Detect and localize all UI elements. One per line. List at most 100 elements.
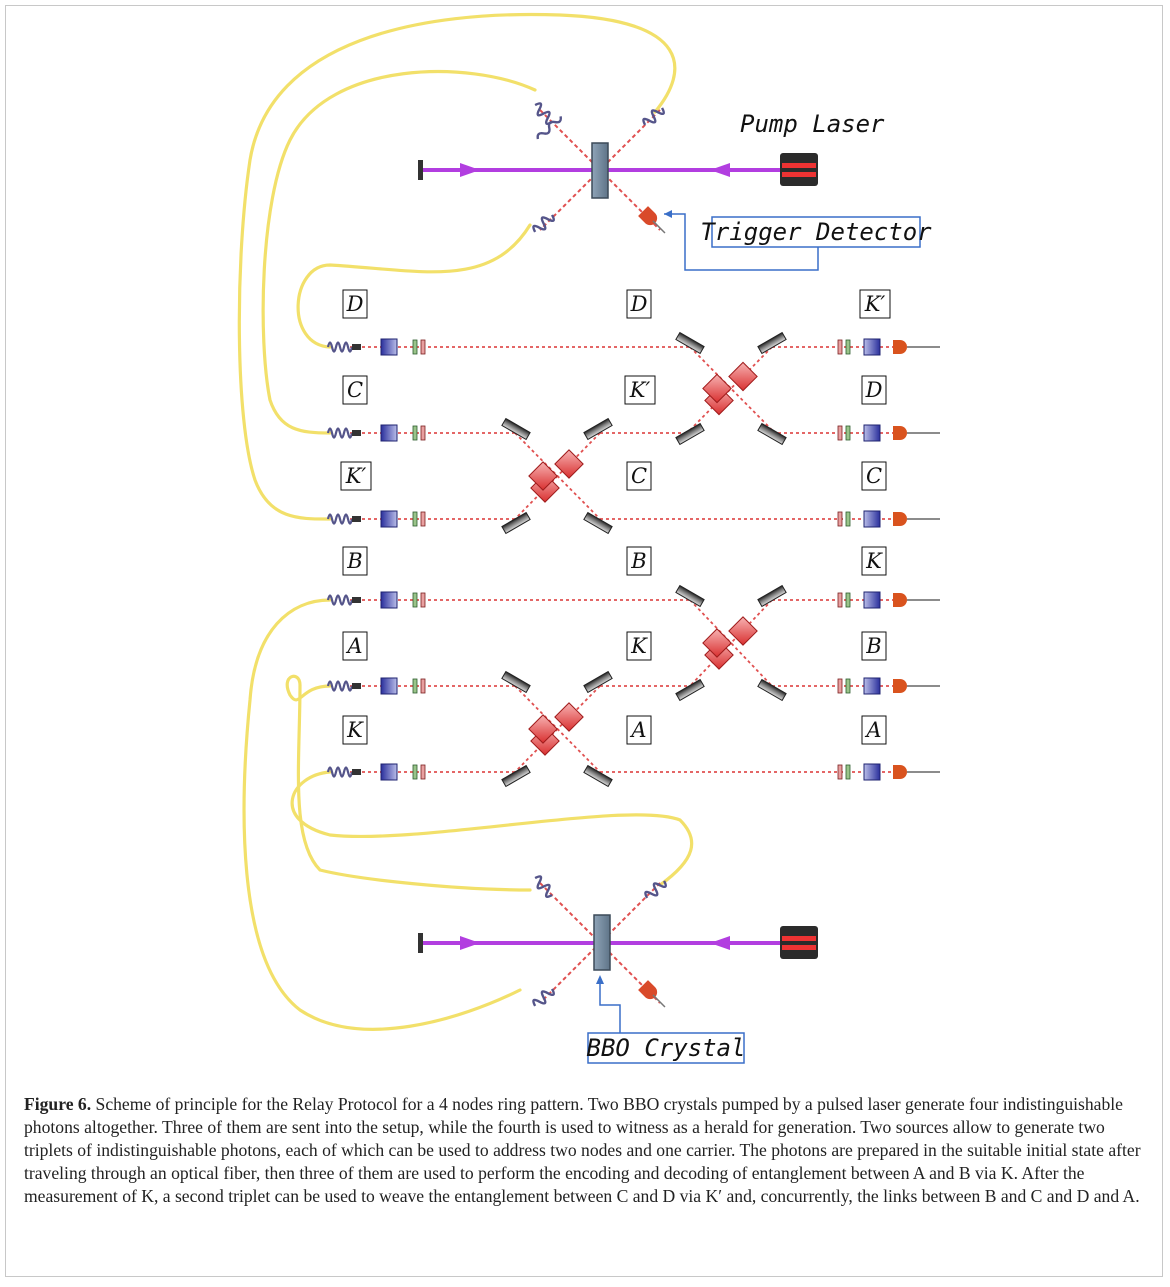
row1-mid-label: D (630, 292, 648, 316)
beam-splitter-cube (528, 461, 558, 491)
bottom-source (418, 875, 818, 1008)
waveplate-icon (845, 678, 851, 694)
row-5-optics (326, 677, 940, 695)
mirror-surface (501, 764, 531, 788)
coupler-lens-icon (352, 597, 361, 603)
interferometers (501, 331, 787, 788)
row-beams (350, 346, 900, 773)
row4-right-label: K (865, 549, 883, 573)
beam-splitter-icon (528, 714, 558, 744)
coupler-lens-icon (352, 683, 361, 689)
herald-detector-bottom (638, 980, 666, 1008)
waveplate-icon (837, 339, 843, 355)
polarizer-icon (863, 677, 881, 695)
row2-right-label: D (865, 378, 883, 402)
coupler-lens-icon (352, 769, 361, 775)
row-6-optics (326, 763, 940, 781)
beam-splitter-cube (702, 373, 732, 404)
waveplate-icon (845, 339, 851, 355)
row5-right-label: B (865, 634, 881, 658)
fiber-coupler-icon (326, 427, 354, 439)
waveplate-icon (412, 592, 418, 608)
beam-splitter-icon (702, 373, 732, 404)
optical-fibers (237, 12, 694, 1031)
waveplate-icon (845, 764, 851, 780)
mirror-surface (675, 584, 705, 608)
bbo-crystal-top (591, 142, 609, 199)
polarizer-icon (380, 677, 398, 695)
mirror-icon (501, 764, 531, 788)
detector-icon (893, 340, 907, 354)
fiber-coupler-icon (326, 594, 354, 606)
row-2-optics (326, 424, 940, 442)
mirror-surface (757, 422, 787, 446)
beam-splitter-cube (554, 449, 584, 479)
mirror-surface (675, 422, 705, 446)
polarizer-icon (380, 763, 398, 781)
beam-splitter-cube (528, 714, 558, 744)
polarizer-icon (863, 338, 881, 356)
polarizer-icon (380, 591, 398, 609)
row6-left-label: K (346, 718, 364, 742)
relay-protocol-diagram: D D K′ C K′ D K′ C C B B K (237, 12, 940, 1064)
row4-mid-label: B (630, 549, 646, 573)
waveplate-icon (412, 425, 418, 441)
beam-splitter-cube (554, 702, 584, 732)
waveplate-icon (837, 511, 843, 527)
waveplate-icon (412, 764, 418, 780)
beam-splitter-icon (554, 702, 584, 732)
fiber-coupler-icon (326, 341, 354, 353)
fiber-coupler-icon (326, 766, 354, 778)
trigger-detector-label: Trigger Detector (700, 218, 932, 246)
mirror-icon (675, 584, 705, 608)
detector-icon (893, 679, 907, 693)
row4-left-label: B (346, 549, 362, 573)
mirror-surface (501, 511, 531, 535)
waveplate-icon (420, 511, 426, 527)
bbo-crystal-bottom (593, 914, 611, 971)
beam-splitter-cube (728, 616, 758, 646)
bbo-crystal-label: BBO Crystal (587, 1034, 746, 1062)
waveplate-icon (412, 511, 418, 527)
row2-left-label: C (347, 378, 363, 402)
bbo-crystal-callout: BBO Crystal (587, 975, 746, 1064)
mirror-icon (757, 678, 787, 702)
top-source (418, 102, 818, 234)
row6-mid-label: A (629, 718, 646, 742)
mirror-surface (675, 678, 705, 702)
coupler-lens-icon (352, 430, 361, 436)
waveplate-icon (837, 764, 843, 780)
row-labels: D D K′ C K′ D K′ C C B B K (340, 289, 891, 745)
coupler-lens-icon (352, 516, 361, 522)
mirror-surface (583, 511, 613, 535)
detector-icon (893, 593, 907, 607)
fiber-coupler-icon (326, 680, 354, 692)
mirror-icon (501, 670, 531, 694)
mirror-icon (675, 422, 705, 446)
row-3-optics (326, 510, 940, 528)
coupler-lens-icon (352, 344, 361, 350)
fiber-coupler-top-ur (642, 107, 665, 126)
mirror-surface (583, 670, 613, 694)
mirror-icon (757, 584, 787, 608)
mirror-icon (675, 678, 705, 702)
row3-right-label: C (866, 464, 882, 488)
polarizer-icon (380, 510, 398, 528)
figure-frame (5, 5, 1163, 1277)
beam-splitter-cube (702, 628, 732, 658)
waveplate-icon (420, 764, 426, 780)
fiber-coupler-top-ll (532, 214, 555, 233)
beam-splitter-cube (728, 361, 758, 392)
fiber-coupler-icon (326, 513, 354, 525)
waveplate-icon (420, 425, 426, 441)
waveplate-icon (845, 592, 851, 608)
row6-right-label: A (864, 718, 881, 742)
mirror-icon (501, 417, 531, 441)
mirror-icon (583, 511, 613, 535)
waveplate-icon (420, 592, 426, 608)
interferometer-4 (501, 670, 613, 788)
mirror-icon (675, 331, 705, 355)
mirror-surface (675, 331, 705, 355)
row3-left-label: K′ (345, 464, 367, 488)
beam-splitter-icon (728, 616, 758, 646)
